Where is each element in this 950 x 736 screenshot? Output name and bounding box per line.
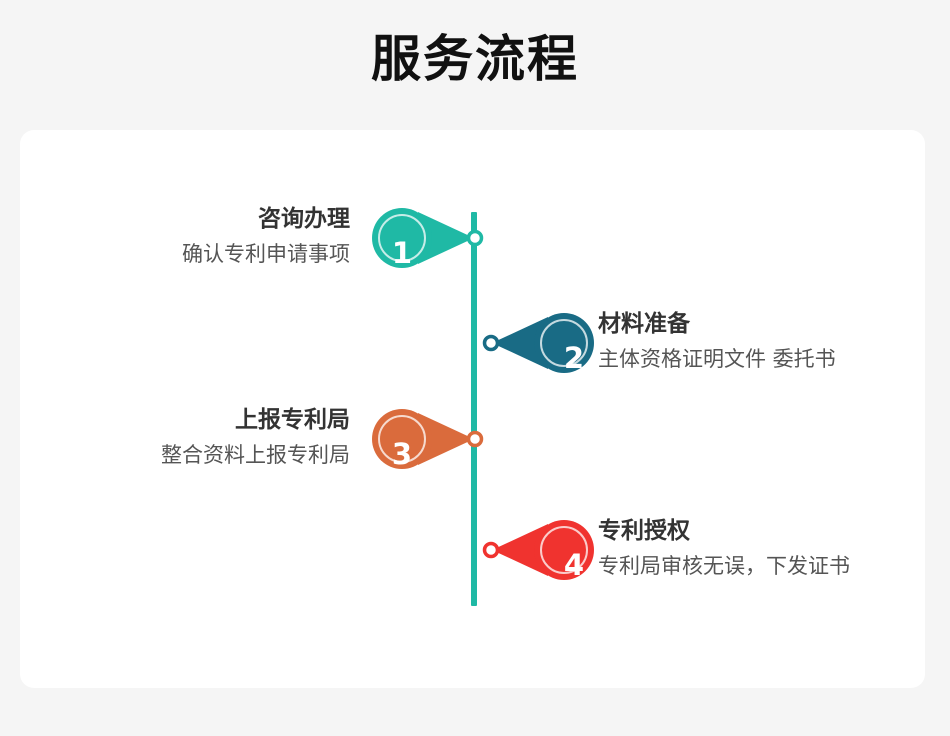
step-2-description: 主体资格证明文件 委托书 xyxy=(598,347,836,371)
step-3-text-block: 上报专利局 整合资料上报专利局 xyxy=(20,403,350,473)
pin-marker-left-icon xyxy=(372,409,484,469)
timeline-step-4[interactable]: 专利授权 专利局审核无误，下发证书 4 xyxy=(0,514,950,604)
step-2-title: 材料准备 xyxy=(598,311,690,337)
timeline-step-3[interactable]: 上报专利局 整合资料上报专利局 3 xyxy=(0,403,950,493)
step-2-text-block: 材料准备 主体资格证明文件 委托书 xyxy=(598,307,938,377)
timeline-step-2[interactable]: 材料准备 主体资格证明文件 委托书 2 xyxy=(0,307,950,397)
step-3-title: 上报专利局 xyxy=(235,407,350,433)
page-title: 服务流程 xyxy=(371,30,579,88)
step-4-description: 专利局审核无误，下发证书 xyxy=(598,554,850,578)
step-1-description: 确认专利申请事项 xyxy=(182,242,350,266)
pin-marker-left-icon xyxy=(372,208,484,268)
step-4-title: 专利授权 xyxy=(598,518,690,544)
pin-marker-right-icon xyxy=(482,520,594,580)
step-1-title: 咨询办理 xyxy=(258,206,350,232)
timeline-vertical-line xyxy=(471,212,477,606)
step-1-text-block: 咨询办理 确认专利申请事项 xyxy=(20,202,350,272)
timeline-step-1[interactable]: 咨询办理 确认专利申请事项 1 xyxy=(0,202,950,292)
step-3-description: 整合资料上报专利局 xyxy=(161,443,350,467)
step-4-text-block: 专利授权 专利局审核无误，下发证书 xyxy=(598,514,938,584)
pin-marker-right-icon xyxy=(482,313,594,373)
